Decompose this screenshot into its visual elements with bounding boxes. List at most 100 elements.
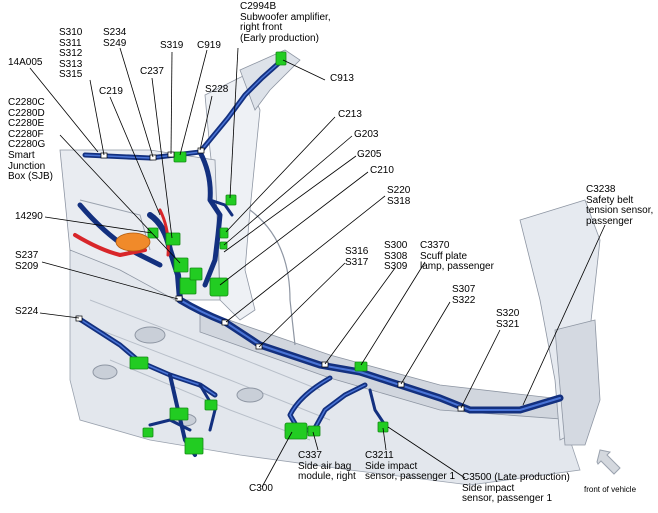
connector-c300[interactable] xyxy=(284,422,308,440)
harness-airbag-loop-highlight xyxy=(289,377,366,433)
harness-pillar-drop xyxy=(197,149,223,288)
label-s307-s322: S307 S322 xyxy=(452,284,476,306)
connector-sjb-2[interactable] xyxy=(179,277,197,295)
label-s224: S224 xyxy=(15,306,39,317)
label-s319: S319 xyxy=(160,40,184,51)
leader-s319 xyxy=(170,51,173,155)
leader-c913 xyxy=(282,59,326,81)
splice-s220 xyxy=(221,319,229,326)
connector-c913[interactable] xyxy=(275,51,287,66)
label-g205: G205 xyxy=(357,149,382,160)
connector-lower-3[interactable] xyxy=(184,437,204,455)
leader-sjb xyxy=(59,134,181,264)
connector-lower-5[interactable] xyxy=(142,427,154,438)
label-c210: C210 xyxy=(370,165,394,176)
leader-s237 xyxy=(41,261,179,300)
leader-lines xyxy=(29,47,606,488)
leader-c2994b xyxy=(229,47,239,199)
label-c3238: C3238 Safety belt tension sensor, passen… xyxy=(586,184,654,227)
label-front-of-vehicle: front of vehicle xyxy=(584,485,637,494)
vehicle-body xyxy=(59,49,601,486)
connector-sjb-3[interactable] xyxy=(189,267,203,281)
leader-c3238 xyxy=(522,224,606,406)
splice-s224 xyxy=(75,315,83,322)
label-c237: C237 xyxy=(140,66,164,77)
leader-s220 xyxy=(225,195,386,323)
connector-c213[interactable] xyxy=(219,227,229,239)
harness-red-branch xyxy=(73,233,147,257)
splice-s234 xyxy=(149,154,157,161)
floor-rib xyxy=(89,299,321,391)
floor-rib xyxy=(109,359,311,441)
smart-junction-box xyxy=(115,232,151,252)
label-s316-s317: S316 S317 xyxy=(345,246,369,268)
label-14a005: 14A005 xyxy=(8,57,43,68)
leader-s316 xyxy=(258,262,346,348)
leader-s310 xyxy=(89,79,105,156)
leader-c919 xyxy=(179,49,208,156)
label-sjb: C2280C C2280D C2280E C2280F C2280G Smart… xyxy=(8,97,54,183)
splice-s307 xyxy=(397,381,405,388)
label-c300: C300 xyxy=(249,483,273,494)
leader-c210 xyxy=(219,171,369,286)
label-s228: S228 xyxy=(205,84,229,95)
connector-lower-1[interactable] xyxy=(129,356,149,370)
leader-c219 xyxy=(109,96,161,216)
label-c913: C913 xyxy=(330,73,354,84)
label-s220-s318: S220 S318 xyxy=(387,185,411,207)
label-s300-s309: S300 S308 S309 xyxy=(384,240,408,273)
leader-c3370 xyxy=(360,261,426,366)
leader-s307 xyxy=(400,301,451,385)
leader-c337 xyxy=(312,431,319,451)
label-14290: 14290 xyxy=(15,211,43,222)
leader-s228 xyxy=(199,95,213,151)
label-c213: C213 xyxy=(338,109,362,120)
front-of-vehicle-arrow-icon xyxy=(596,449,621,475)
connector-c237[interactable] xyxy=(165,232,181,246)
leader-s300 xyxy=(324,267,396,365)
connector-lower-2[interactable] xyxy=(169,407,189,421)
harness-sjb-branch xyxy=(77,202,163,268)
leader-s320 xyxy=(460,329,501,409)
label-c3500: C3500 (Late production) Side impact sens… xyxy=(462,472,570,505)
connector-c2994b[interactable] xyxy=(225,194,237,206)
connector-c3370[interactable] xyxy=(354,361,368,372)
label-c3211: C3211 Side impact sensor, passenger 1 xyxy=(365,450,456,483)
splice-s228 xyxy=(197,147,205,154)
leader-c237 xyxy=(151,77,173,239)
harness-impact-sensor-branch xyxy=(368,388,387,427)
leader-14a005 xyxy=(29,67,99,153)
floor-hole xyxy=(92,364,118,380)
harness-c213-branch xyxy=(208,198,234,217)
floor-hole xyxy=(134,326,166,344)
connector-lower-4[interactable] xyxy=(204,399,218,411)
label-g203: G203 xyxy=(354,129,379,140)
label-s320-s321: S320 S321 xyxy=(496,308,520,330)
front-panel xyxy=(554,319,601,446)
leader-s234 xyxy=(119,47,154,158)
label-s237-s209: S237 S209 xyxy=(15,250,39,272)
label-s310-s315: S310 S311 S312 S313 S315 xyxy=(59,27,83,81)
leader-14290 xyxy=(44,216,153,234)
label-c2994b: C2994B Subwoofer amplifier, right front … xyxy=(240,1,331,44)
leader-s224 xyxy=(39,312,80,319)
leader-g205 xyxy=(223,155,357,253)
label-s234-s249: S234 S249 xyxy=(103,27,127,49)
leader-c300 xyxy=(261,431,293,488)
harness-sjb-bundle xyxy=(147,212,183,303)
connector-sjb-1[interactable] xyxy=(173,257,189,273)
splice-s320 xyxy=(457,405,465,412)
splice-s300 xyxy=(321,361,329,368)
floor-hole xyxy=(236,387,264,403)
label-c3370: C3370 Scuff plate lamp, passenger xyxy=(420,240,494,273)
leader-g203 xyxy=(223,135,353,246)
door-opening-edge xyxy=(249,209,296,346)
label-c919: C919 xyxy=(197,40,221,51)
connector-14290[interactable] xyxy=(147,227,159,239)
label-c337: C337 Side air bag module, right xyxy=(298,450,356,483)
leader-c3211 xyxy=(382,427,387,451)
leader-c213 xyxy=(225,116,336,233)
leader-c3500 xyxy=(387,426,466,479)
label-c219: C219 xyxy=(99,86,123,97)
